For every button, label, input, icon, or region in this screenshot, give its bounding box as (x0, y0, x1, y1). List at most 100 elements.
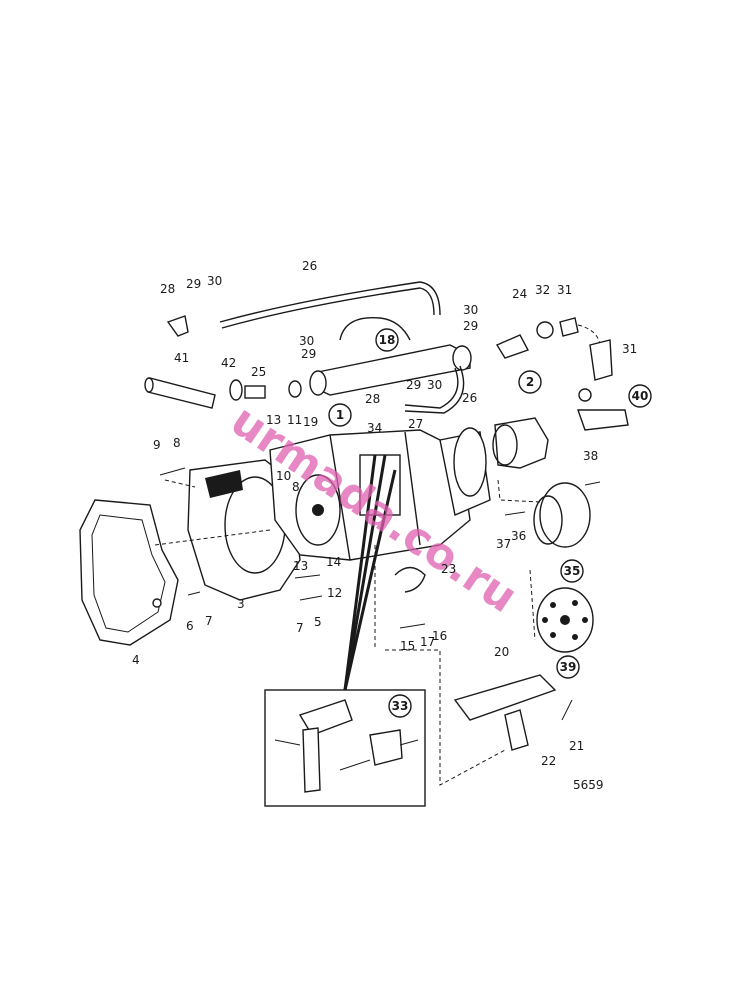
part-label-27: 27 (408, 417, 423, 431)
part-label-7-2: 7 (296, 621, 304, 635)
part-label-21: 21 (569, 739, 584, 753)
circled-label-40: 40 (632, 389, 649, 403)
part-label-36: 36 (511, 529, 526, 543)
part-label-29: 29 (186, 277, 201, 291)
part-label-30-4: 30 (427, 378, 442, 392)
part-label-31: 31 (557, 283, 572, 297)
part-label-30: 30 (207, 274, 222, 288)
circled-label-33: 33 (392, 699, 409, 713)
part-label-13: 13 (266, 413, 281, 427)
part-label-30-2: 30 (299, 334, 314, 348)
part-label-6: 6 (186, 619, 194, 633)
part-label-25: 25 (251, 365, 266, 379)
gearbox-seam (329, 434, 351, 561)
part-label-12: 12 (327, 586, 342, 600)
hose-lower (404, 367, 459, 409)
circled-label-2: 2 (526, 375, 534, 389)
part-label-31-2: 31 (622, 342, 637, 356)
fitting-leader (577, 324, 601, 346)
part-label-38: 38 (583, 449, 598, 463)
hose-upper-b (221, 287, 435, 329)
circled-label-18: 18 (379, 333, 396, 347)
rubber-tube-end (144, 377, 154, 393)
part-label-22: 22 (541, 754, 556, 768)
oil-cooler-end-2 (452, 345, 472, 371)
part-label-19: 19 (303, 415, 318, 429)
circled-label-ring-18 (375, 328, 399, 352)
strap-clamp (394, 566, 426, 593)
part-label-13-2: 13 (293, 559, 308, 573)
part-label-29-4: 29 (406, 378, 421, 392)
hose-lower-b (404, 365, 465, 414)
part-label-28: 28 (160, 282, 175, 296)
housing-shadow (205, 470, 243, 498)
part-label-20: 20 (494, 645, 509, 659)
washer-19 (288, 380, 302, 398)
coupling (539, 482, 591, 548)
circled-label-1: 1 (336, 408, 344, 422)
part-label-26-2: 26 (462, 391, 477, 405)
bolts (159, 467, 601, 721)
part-label-16: 16 (432, 629, 447, 643)
part-label-15: 15 (400, 639, 415, 653)
circled-label-39: 39 (560, 660, 577, 674)
part-label-17: 17 (420, 635, 435, 649)
oil-cooler-end (309, 370, 327, 396)
fitting-31 (589, 339, 613, 381)
circled-label-35: 35 (564, 564, 581, 578)
detail-inset-box (264, 689, 426, 807)
bracket-40 (577, 409, 629, 431)
part-label-29-3: 29 (463, 319, 478, 333)
circled-label-ring-2 (518, 370, 542, 394)
oil-cooler (314, 344, 471, 396)
rubber-tube (147, 377, 216, 409)
gasket-inner (91, 514, 166, 633)
coupling-face (533, 495, 563, 545)
part-label-30-3: 30 (463, 303, 478, 317)
gearbox-seam-2 (404, 431, 421, 546)
nipple (244, 385, 266, 399)
flex-disc-holes (542, 600, 588, 640)
fitting-24 (495, 334, 530, 359)
fitting-32 (536, 321, 554, 339)
part-label-28-2: 28 (365, 392, 380, 406)
part-label-3: 3 (237, 597, 245, 611)
gasket-hole (152, 598, 162, 608)
part-label-8: 8 (173, 436, 181, 450)
bracket-bolt (578, 388, 592, 402)
part-label-24: 24 (512, 287, 527, 301)
part-label-7: 7 (205, 614, 213, 628)
detail-inset-parts (274, 699, 419, 793)
circled-label-ring-35 (560, 559, 584, 583)
part-label-26: 26 (302, 259, 317, 273)
hose-mid (339, 316, 411, 341)
part-label-14: 14 (326, 555, 341, 569)
part-label-4: 4 (132, 653, 140, 667)
part-label-9: 9 (153, 438, 161, 452)
skid-plate (453, 674, 557, 721)
part-label-41: 41 (174, 351, 189, 365)
fitting-31-upper (559, 317, 579, 337)
gasket-plate (79, 499, 179, 646)
rear-flange (453, 427, 487, 497)
part-label-29-2: 29 (301, 347, 316, 361)
part-label-42: 42 (221, 356, 236, 370)
adapter-ring (494, 417, 549, 469)
part-label-11: 11 (287, 413, 302, 427)
circled-label-ring-39 (556, 655, 580, 679)
circled-label-ring-33 (388, 694, 412, 718)
hose-clamp (229, 379, 243, 401)
circled-label-ring-40 (628, 384, 652, 408)
drawing-number: 5659 (573, 778, 604, 792)
adapter-ring-bore (492, 424, 518, 466)
elbow-fitting (166, 315, 189, 337)
skid-leg (504, 709, 529, 751)
part-label-23: 23 (441, 562, 456, 576)
part-label-5: 5 (314, 615, 322, 629)
part-label-32: 32 (535, 283, 550, 297)
inset-leaders (343, 454, 397, 691)
